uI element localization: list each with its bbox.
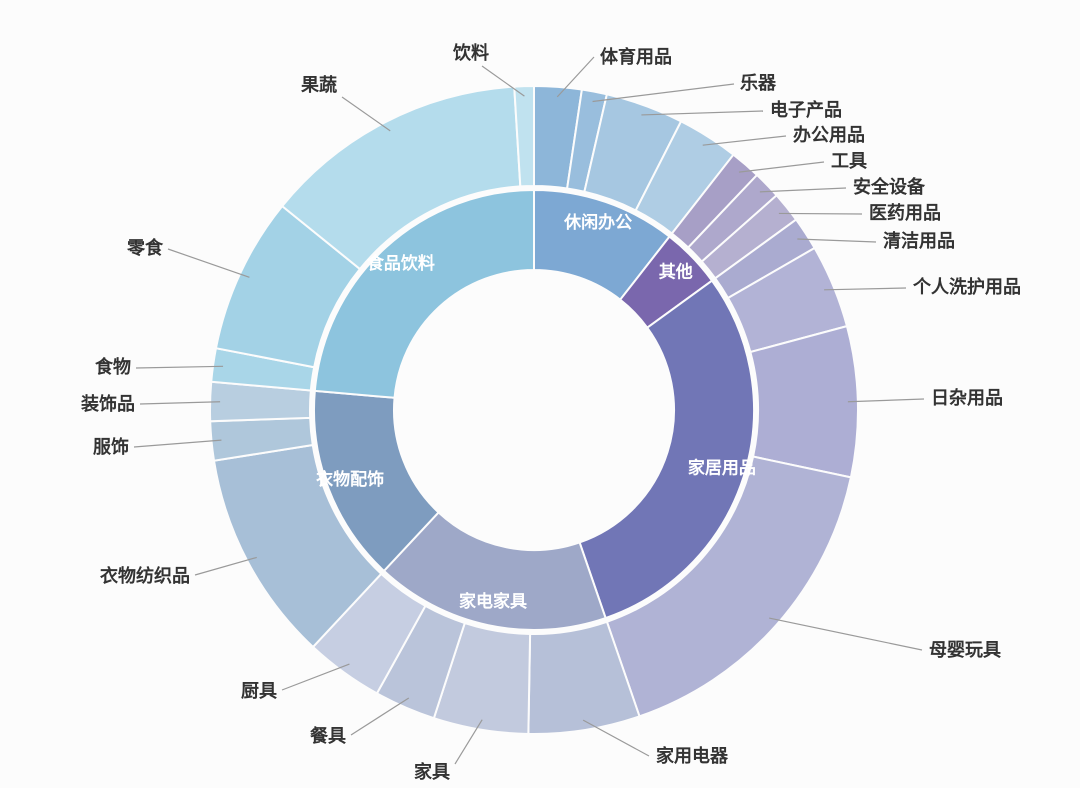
inner-label-4: 衣物配饰 [316, 469, 384, 489]
outer-label-1-1: 安全设备 [853, 176, 926, 197]
outer-label-3-2: 餐具 [309, 725, 346, 746]
outer-label-2-1: 个人洗护用品 [912, 276, 1021, 297]
outer-label-3-3: 厨具 [241, 681, 277, 701]
outer-segment-2-2 [749, 324, 859, 479]
outer-label-5-0: 食物 [94, 356, 131, 377]
outer-label-0-0: 体育用品 [600, 46, 672, 67]
leader-line-4-0 [194, 556, 257, 576]
outer-label-1-0: 工具 [831, 151, 867, 171]
inner-segment-5 [313, 188, 535, 399]
inner-label-1: 其他 [659, 262, 693, 282]
outer-segment-5-3 [513, 84, 535, 188]
leader-line-2-0 [797, 238, 877, 243]
outer-label-5-3: 饮料 [452, 42, 489, 63]
leader-line-3-2 [350, 697, 410, 736]
outer-label-0-1: 乐器 [740, 73, 777, 93]
outer-label-4-2: 装饰品 [81, 393, 135, 414]
leader-line-5-1 [167, 248, 250, 278]
leader-line-4-2 [139, 401, 221, 405]
leader-line-2-2 [847, 398, 925, 403]
leader-line-5-3 [481, 65, 525, 97]
outer-label-3-1: 家具 [414, 761, 450, 782]
inner-label-5: 食品饮料 [367, 253, 435, 273]
leader-line-3-3 [281, 663, 350, 691]
leader-line-1-2 [778, 212, 863, 215]
outer-label-2-3: 母婴玩具 [929, 640, 1001, 660]
outer-label-0-2: 电子产品 [770, 99, 842, 120]
outer-label-2-2: 日杂用品 [931, 388, 1003, 408]
leader-line-0-0 [556, 56, 595, 98]
inner-label-0: 休闲办公 [563, 212, 632, 232]
outer-label-2-0: 清洁用品 [883, 230, 955, 251]
leader-line-3-0 [582, 719, 650, 757]
outer-label-4-1: 服饰 [93, 436, 129, 457]
inner-label-2: 家居用品 [688, 458, 756, 478]
leader-line-3-1 [454, 719, 483, 765]
outer-label-4-0: 衣物纺织品 [100, 565, 190, 586]
outer-label-1-2: 医药用品 [869, 202, 941, 223]
leader-line-5-0 [135, 365, 224, 369]
leader-line-0-2 [641, 110, 764, 116]
leader-line-1-1 [759, 187, 847, 193]
leader-line-5-2 [341, 96, 391, 132]
inner-segment-2 [578, 279, 755, 620]
outer-label-3-0: 家用电器 [656, 745, 729, 766]
leader-line-2-1 [824, 287, 907, 291]
leader-line-4-1 [133, 439, 222, 448]
leader-line-1-0 [738, 161, 825, 173]
inner-label-3: 家电家具 [459, 591, 527, 611]
leader-line-0-1 [592, 83, 735, 103]
outer-label-5-1: 零食 [126, 237, 164, 258]
outer-label-0-3: 办公用品 [793, 124, 865, 145]
leader-line-0-3 [702, 135, 787, 146]
leader-line-2-3 [769, 617, 923, 651]
outer-label-5-2: 果蔬 [300, 75, 337, 95]
